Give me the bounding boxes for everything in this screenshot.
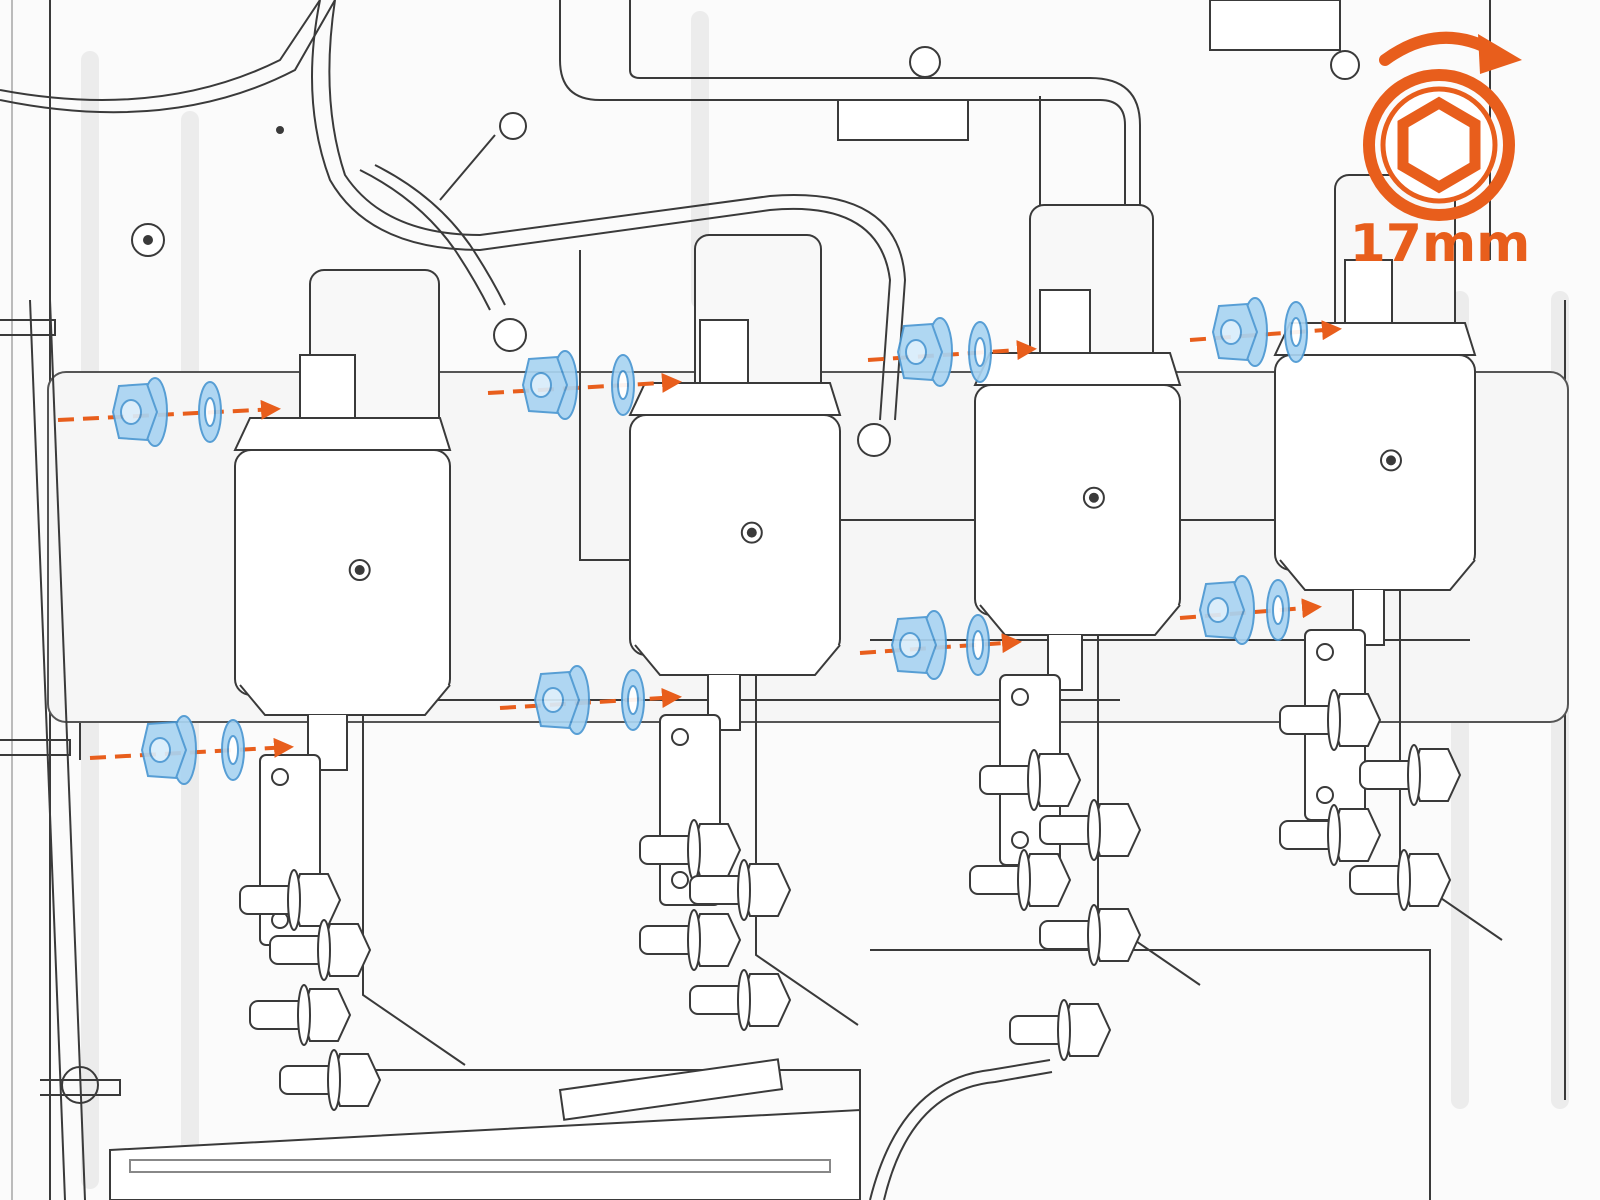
hardware-layer [57,297,1342,785]
flange-nut [1211,297,1268,367]
hex-bolt [969,849,1072,911]
insertion-arrow [1179,598,1322,620]
hex-bolt [269,919,372,981]
washer [968,321,992,383]
bolts-layer [239,689,1462,1111]
flange-nut [140,715,197,785]
washer [1284,301,1308,363]
fuse-1-bottom-fastener-set [89,715,294,785]
washer [966,614,990,676]
mounting-holes [131,46,941,257]
hex-socket-icon [1363,69,1515,221]
flange-nut [111,377,168,447]
insertion-arrow [487,372,682,395]
hex-bolt [279,1049,382,1111]
cables [0,0,1053,1200]
hex-bolt [249,984,352,1046]
fuse-3-top-fastener-set [867,317,1037,387]
conduit [0,299,121,1200]
flange-nut [1198,575,1255,645]
hex-bolt [239,869,342,931]
hex-bolt [639,909,742,971]
hex-bolt [1349,849,1452,911]
hex-bolt [1039,799,1142,861]
hex-bolt [1359,744,1462,806]
flange-nut [521,350,578,420]
fuse-2 [628,234,859,1026]
washer [221,719,245,781]
fuse-4-bottom-fastener-set [1179,575,1322,645]
hex-bolt [1009,999,1112,1061]
fuse-1-top-fastener-set [57,377,281,447]
hex-bolt [979,749,1082,811]
hex-bolt [1279,689,1382,751]
hex-bolt [689,969,792,1031]
tool-size-label: 17mm [1349,214,1531,274]
hex-bolt [689,859,792,921]
flange-nut [533,665,590,735]
fuse-4 [1273,174,1503,941]
fuses-layer [233,174,1503,1066]
washer [611,354,635,416]
fuse-1 [233,269,466,1066]
fuse-2-bottom-fastener-set [499,665,682,735]
washer [1266,579,1290,641]
hex-bolt [639,819,742,881]
washer [198,381,222,443]
terminal-block-top [837,0,1360,141]
circuit-board [109,1058,861,1200]
washer [621,669,645,731]
flange-nut [890,610,947,680]
fuse-3-bottom-fastener-set [859,610,1022,680]
flange-nut [896,317,953,387]
fuse-4-top-fastener-set [1189,297,1342,367]
clockwise-arrow-icon [1379,31,1522,74]
hex-bolt [1039,904,1142,966]
hex-bolt [1279,804,1382,866]
fuse-2-top-fastener-set [487,350,682,420]
